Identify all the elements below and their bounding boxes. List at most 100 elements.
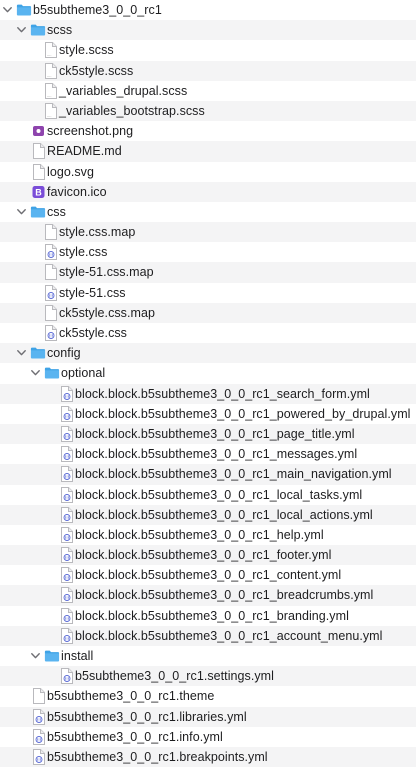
file-row[interactable]: block.block.b5subtheme3_0_0_rc1_search_f… [0, 383, 416, 404]
code-document-icon [58, 627, 74, 644]
scss-document-icon: .... [42, 62, 58, 79]
file-name: style-51.css [59, 285, 126, 300]
scss-document-icon: .... [42, 42, 58, 59]
file-row[interactable]: block.block.b5subtheme3_0_0_rc1_local_ta… [0, 485, 416, 505]
file-row[interactable]: block.block.b5subtheme3_0_0_rc1_breadcru… [0, 585, 416, 606]
folder-icon [44, 648, 60, 664]
folder-row[interactable]: optional [0, 363, 416, 383]
file-name: block.block.b5subtheme3_0_0_rc1_main_nav… [75, 467, 392, 482]
code-document-icon [58, 385, 74, 402]
chevron-down-icon[interactable] [16, 348, 26, 358]
file-name: b5subtheme3_0_0_rc1.info.yml [47, 729, 223, 744]
file-name: block.block.b5subtheme3_0_0_rc1_messages… [75, 447, 358, 462]
code-document-icon [58, 425, 74, 442]
folder-icon [44, 365, 60, 381]
file-row[interactable]: style.css.map [0, 222, 416, 243]
file-name: block.block.b5subtheme3_0_0_rc1_local_ac… [75, 507, 373, 522]
code-document-icon [58, 446, 74, 463]
folder-name: optional [61, 366, 106, 381]
code-document-icon [58, 567, 74, 584]
code-document-icon [58, 668, 74, 685]
file-name: _variables_drupal.scss [59, 83, 188, 98]
file-name: block.block.b5subtheme3_0_0_rc1_search_f… [75, 386, 370, 401]
file-row[interactable]: screenshot.png [0, 121, 416, 141]
file-row[interactable]: ck5style.css.map [0, 302, 416, 323]
file-row[interactable]: block.block.b5subtheme3_0_0_rc1_messages… [0, 444, 416, 464]
file-name: style.css [59, 245, 108, 260]
folder-row[interactable]: b5subtheme3_0_0_rc1 [0, 0, 416, 20]
file-row[interactable]: README.md [0, 141, 416, 162]
code-document-icon [58, 607, 74, 624]
code-document-icon [58, 486, 74, 503]
file-row[interactable]: ....ck5style.scss [0, 60, 416, 81]
folder-row[interactable]: css [0, 202, 416, 222]
scss-document-icon: .... [42, 102, 58, 119]
file-row[interactable]: ...._variables_drupal.scss [0, 81, 416, 101]
file-row[interactable]: block.block.b5subtheme3_0_0_rc1_page_tit… [0, 423, 416, 445]
code-document-icon [30, 748, 46, 765]
scss-document-icon: .... [42, 82, 58, 99]
folder-icon [30, 204, 46, 220]
file-name: block.block.b5subtheme3_0_0_rc1_local_ta… [75, 487, 363, 502]
file-row[interactable]: block.block.b5subtheme3_0_0_rc1_account_… [0, 625, 416, 646]
code-document-icon [58, 506, 74, 523]
file-row[interactable]: logo.svg [0, 162, 416, 182]
code-document-icon [58, 405, 74, 422]
chevron-down-icon[interactable] [30, 368, 40, 378]
file-name: ck5style.css [59, 326, 127, 340]
file-name: block.block.b5subtheme3_0_0_rc1_content.… [75, 568, 342, 583]
file-name: _variables_bootstrap.scss [59, 103, 205, 118]
code-document-icon [42, 284, 58, 301]
document-icon [42, 264, 58, 281]
svg-document-icon [30, 163, 46, 180]
file-name: block.block.b5subtheme3_0_0_rc1_branding… [75, 608, 349, 623]
folder-row[interactable]: config [0, 343, 416, 364]
chevron-down-icon[interactable] [30, 651, 40, 661]
file-name: README.md [47, 144, 122, 159]
folder-row[interactable]: install [0, 646, 416, 666]
chevron-down-icon[interactable] [16, 25, 26, 35]
file-row[interactable]: b5subtheme3_0_0_rc1.info.yml [0, 727, 416, 747]
bootstrap-icon: B [30, 184, 46, 200]
file-name: block.block.b5subtheme3_0_0_rc1_breadcru… [75, 588, 374, 603]
file-row[interactable]: style-51.css [0, 283, 416, 303]
file-row[interactable]: b5subtheme3_0_0_rc1.theme [0, 686, 416, 706]
folder-icon [30, 345, 46, 361]
folder-name: css [47, 204, 66, 219]
file-row[interactable]: block.block.b5subtheme3_0_0_rc1_help.yml [0, 525, 416, 545]
file-row[interactable]: block.block.b5subtheme3_0_0_rc1_content.… [0, 565, 416, 585]
file-row[interactable]: block.block.b5subtheme3_0_0_rc1_branding… [0, 606, 416, 626]
file-name: style.scss [59, 43, 114, 58]
file-name: block.block.b5subtheme3_0_0_rc1_footer.y… [75, 548, 332, 563]
file-row[interactable]: style-51.css.map [0, 262, 416, 283]
document-icon [42, 304, 58, 321]
file-row[interactable]: b5subtheme3_0_0_rc1.breakpoints.yml [0, 746, 416, 768]
code-document-icon [58, 587, 74, 604]
folder-icon [16, 2, 32, 18]
file-row[interactable]: block.block.b5subtheme3_0_0_rc1_main_nav… [0, 464, 416, 485]
file-row[interactable]: ...._variables_bootstrap.scss [0, 100, 416, 122]
file-row[interactable]: style.css [0, 242, 416, 262]
folder-name: config [47, 346, 81, 361]
file-row[interactable]: block.block.b5subtheme3_0_0_rc1_local_ac… [0, 504, 416, 525]
file-row[interactable]: block.block.b5subtheme3_0_0_rc1_powered_… [0, 404, 416, 424]
code-document-icon [58, 526, 74, 543]
file-name: block.block.b5subtheme3_0_0_rc1_account_… [75, 628, 383, 643]
file-row[interactable]: .... style.scss [0, 40, 416, 60]
file-row[interactable]: block.block.b5subtheme3_0_0_rc1_footer.y… [0, 545, 416, 566]
file-name: b5subtheme3_0_0_rc1.settings.yml [75, 669, 274, 684]
file-name: style.css.map [59, 225, 136, 240]
chevron-down-icon[interactable] [16, 207, 26, 217]
folder-row[interactable]: scss [0, 20, 416, 41]
chevron-down-icon[interactable] [2, 5, 12, 15]
code-document-icon [42, 244, 58, 261]
file-name: b5subtheme3_0_0_rc1.breakpoints.yml [47, 749, 268, 764]
svg-text:....: .... [47, 73, 51, 78]
file-row[interactable]: b5subtheme3_0_0_rc1.settings.yml [0, 666, 416, 687]
file-name: block.block.b5subtheme3_0_0_rc1_powered_… [75, 406, 411, 421]
file-row[interactable]: b5subtheme3_0_0_rc1.libraries.yml [0, 706, 416, 727]
svg-text:....: .... [47, 52, 51, 57]
file-row[interactable]: ck5style.css [0, 323, 416, 343]
